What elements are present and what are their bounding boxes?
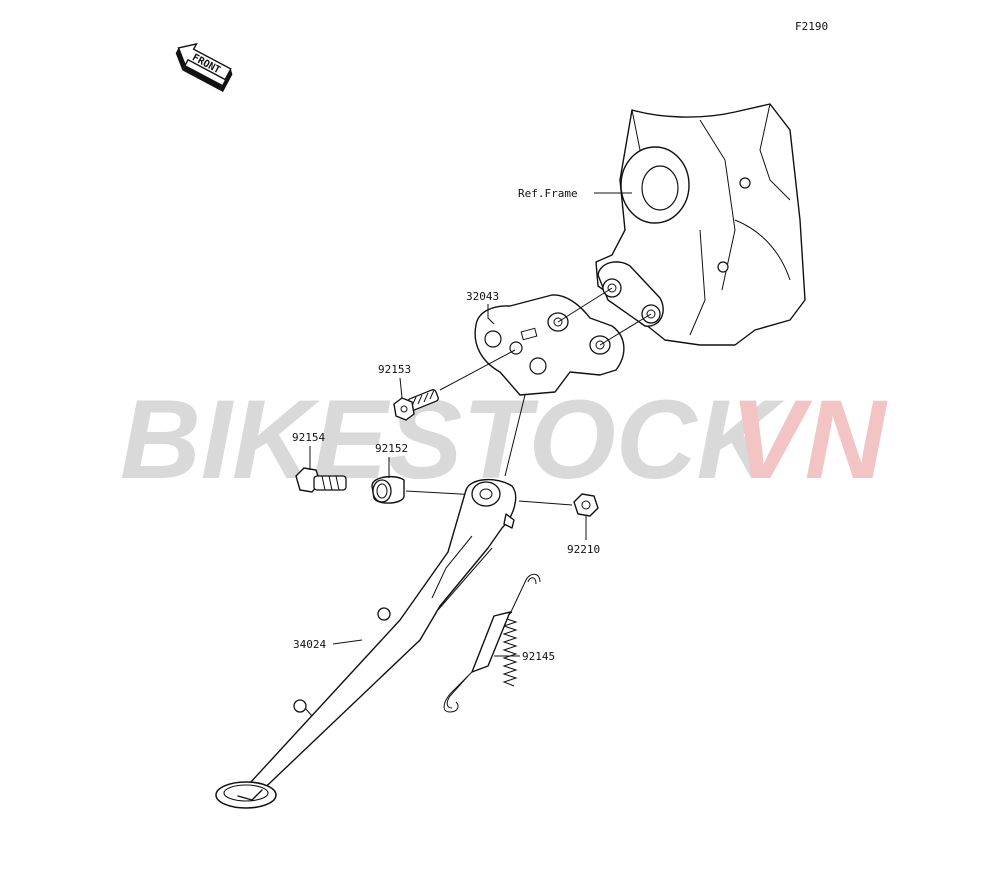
collar-92152 bbox=[371, 475, 405, 504]
callout-32043: 32043 bbox=[466, 290, 499, 303]
front-arrow-icon: FRONT bbox=[175, 42, 233, 92]
callout-34024: 34024 bbox=[293, 638, 326, 651]
watermark: BIKESTOCK VN bbox=[120, 377, 888, 502]
diagram-code: F2190 bbox=[795, 20, 828, 33]
bolt-92153 bbox=[393, 389, 439, 421]
watermark-text-accent: VN bbox=[730, 377, 888, 502]
bolt-92154 bbox=[295, 467, 347, 493]
spring-92145 bbox=[443, 573, 541, 713]
watermark-text-main: BIKESTOCK bbox=[120, 377, 785, 502]
callout-92152: 92152 bbox=[375, 442, 408, 455]
callout-92145: 92145 bbox=[522, 650, 555, 663]
nut-92210 bbox=[573, 493, 599, 517]
callout-92210: 92210 bbox=[567, 543, 600, 556]
callout-92153: 92153 bbox=[378, 363, 411, 376]
ref-frame-label: Ref.Frame bbox=[518, 187, 578, 200]
frame-section bbox=[595, 103, 806, 346]
bracket-32043 bbox=[474, 294, 625, 396]
callout-92154: 92154 bbox=[292, 431, 325, 444]
side-stand-34024 bbox=[215, 479, 517, 809]
